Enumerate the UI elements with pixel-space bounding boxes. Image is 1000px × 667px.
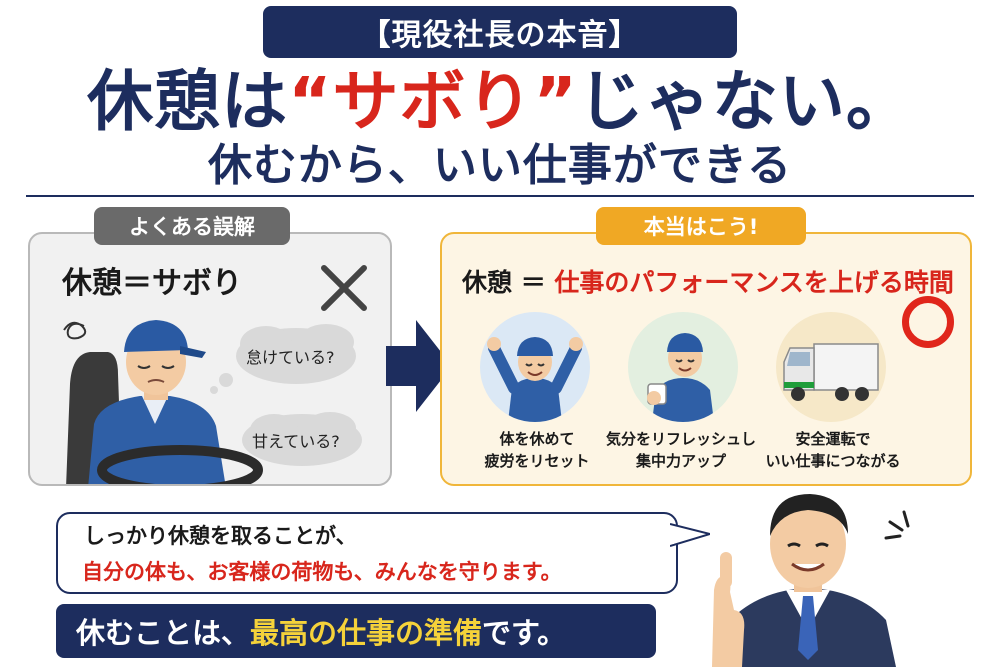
sparkle-icon — [884, 510, 910, 540]
top-badge-text: 【現役社長の本音】 — [360, 18, 640, 53]
footer-highlight: 最高の仕事の準備 — [250, 616, 483, 650]
circle-mark-icon — [902, 296, 954, 348]
benefit-caption-1: 体を休めて 疲労をリセット — [484, 430, 590, 470]
misconception-tab: よくある誤解 — [94, 207, 290, 245]
speech-bubble-tail — [670, 523, 710, 547]
thought-bubble-lazy: 怠けている? — [246, 348, 335, 367]
footer-bar: 休むことは、最高の仕事の準備です。 — [56, 604, 656, 658]
footer-pre: 休むことは、 — [76, 616, 251, 650]
speech-bubble — [56, 512, 678, 594]
sleepy-driver-illustration — [63, 320, 362, 484]
message-line-1: しっかり休憩を取ることが、 — [84, 524, 357, 548]
arrow-right-icon — [386, 320, 452, 412]
truth-eq-left: 休憩 ＝ — [462, 268, 555, 297]
headline-post: じゃない。 — [577, 63, 913, 140]
cross-mark-icon — [321, 265, 367, 311]
headline-pre: 休憩は — [87, 63, 289, 140]
truth-eq-right: 仕事のパフォーマンスを上げる時間 — [554, 268, 954, 297]
headline-quote: “サボり” — [288, 63, 578, 140]
thought-bubble-spoiled: 甘えている? — [252, 432, 340, 451]
misconception-equation: 休憩＝サボり — [62, 266, 242, 301]
divider — [26, 195, 974, 197]
benefit-caption-2: 気分をリフレッシュし 集中力アップ — [605, 430, 756, 470]
footer-post: です。 — [482, 616, 567, 650]
message-line-2: 自分の体も、お客様の荷物も、みんなを守ります。 — [82, 560, 562, 584]
truck-icon — [776, 312, 886, 422]
top-badge: 【現役社長の本音】 — [263, 6, 737, 58]
truth-tab: 本当はこう! — [596, 207, 806, 245]
subhead: 休むから、いい仕事ができる — [207, 140, 793, 191]
headline: 休憩は“サボり”じゃない。 — [0, 62, 1000, 142]
coffee-break-worker-illustration — [628, 312, 738, 422]
company-president-illustration — [712, 494, 896, 667]
truth-equation: 休憩 ＝ 仕事のパフォーマンスを上げる時間 — [462, 263, 954, 299]
benefit-caption-3: 安全運転で いい仕事につながる — [765, 430, 901, 470]
stretching-worker-illustration — [480, 312, 590, 422]
